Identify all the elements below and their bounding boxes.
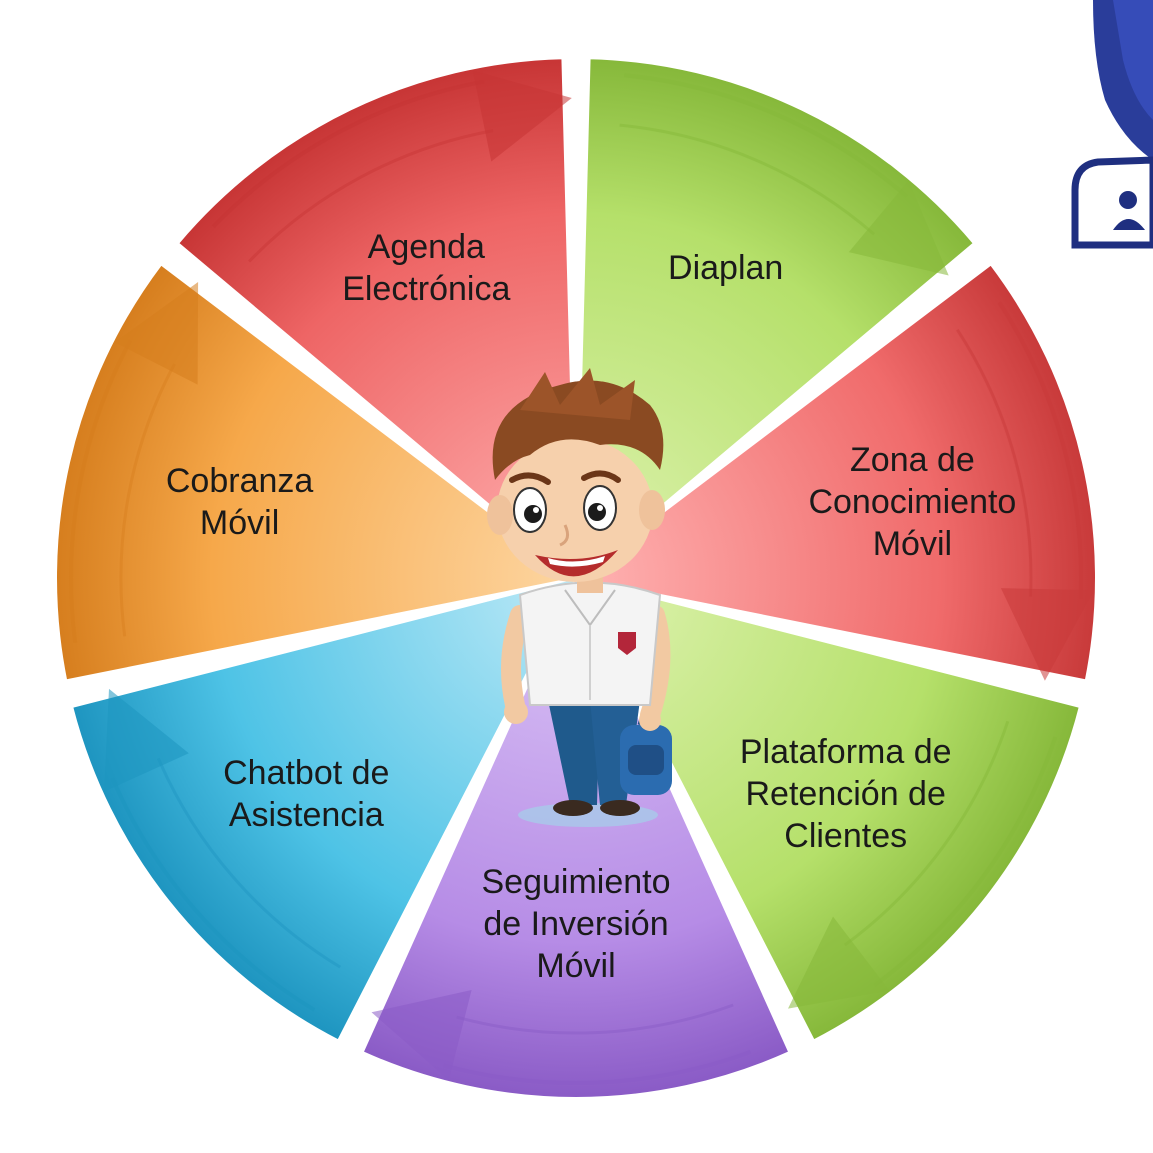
segment-label-line: Móvil: [536, 947, 615, 985]
segments-layer: [55, 57, 1097, 1099]
segment-plataforma: [574, 576, 1082, 1042]
segment-arrow-arc: [997, 301, 1084, 599]
segment-label-plataforma: Plataforma de Retención de Clientes: [740, 733, 952, 855]
segment-arrow-head: [114, 282, 199, 385]
mascot-illustration: [487, 368, 672, 827]
segment-arrow-arc: [69, 339, 133, 643]
segment-label-line: Seguimiento: [481, 863, 670, 901]
segment-label-line: Clientes: [784, 817, 907, 855]
segment-arrow-arc: [211, 79, 485, 229]
segment-arrow-head: [371, 990, 472, 1081]
segment-wedge: [70, 576, 578, 1042]
segment-arrow-head: [472, 70, 572, 162]
segment-zona: [573, 263, 1097, 682]
segment-arrow-arc: [624, 73, 909, 199]
segment-label-line: Conocimiento: [808, 483, 1016, 521]
segment-wedge: [361, 575, 791, 1099]
logo-fragment: [1053, 0, 1153, 250]
segment-label-line: Plataforma de: [740, 733, 952, 771]
segment-label-line: de Inversión: [483, 905, 668, 943]
segment-arrow-arc: [442, 1050, 752, 1085]
segment-arrow-head: [1000, 588, 1094, 681]
segment-label-line: Móvil: [873, 525, 952, 563]
segment-wedge: [176, 57, 578, 581]
segment-label-line: Cobranza: [166, 462, 314, 500]
segment-label-line: Agenda: [368, 228, 485, 266]
segment-cobranza: [55, 263, 579, 682]
segment-arrow-head: [104, 688, 189, 792]
segment-seguimiento: [361, 575, 791, 1099]
segment-wedge: [574, 57, 976, 581]
segment-arrow-arc: [873, 736, 1058, 988]
segment-label-line: Asistencia: [229, 796, 384, 834]
segment-label-line: Móvil: [200, 504, 279, 542]
segment-arrow-arc: [110, 777, 316, 1012]
segment-label-chatbot: Chatbot de Asistencia: [223, 754, 389, 834]
segment-chatbot: [70, 576, 578, 1042]
segment-label-line: Diaplan: [668, 249, 783, 287]
segment-diaplan: [574, 57, 976, 581]
segment-label-line: Electrónica: [342, 270, 510, 308]
segment-label-line: Retención de: [746, 775, 946, 813]
segment-label-line: Chatbot de: [223, 754, 389, 792]
segment-wedge: [573, 263, 1097, 682]
segment-label-line: Zona de: [850, 441, 975, 479]
segment-label-diaplan: Diaplan: [668, 249, 783, 287]
segment-arrow-head: [788, 916, 890, 1009]
segment-wedge: [574, 576, 1082, 1042]
segment-arrow-head: [848, 180, 949, 276]
segment-agenda: [176, 57, 578, 581]
